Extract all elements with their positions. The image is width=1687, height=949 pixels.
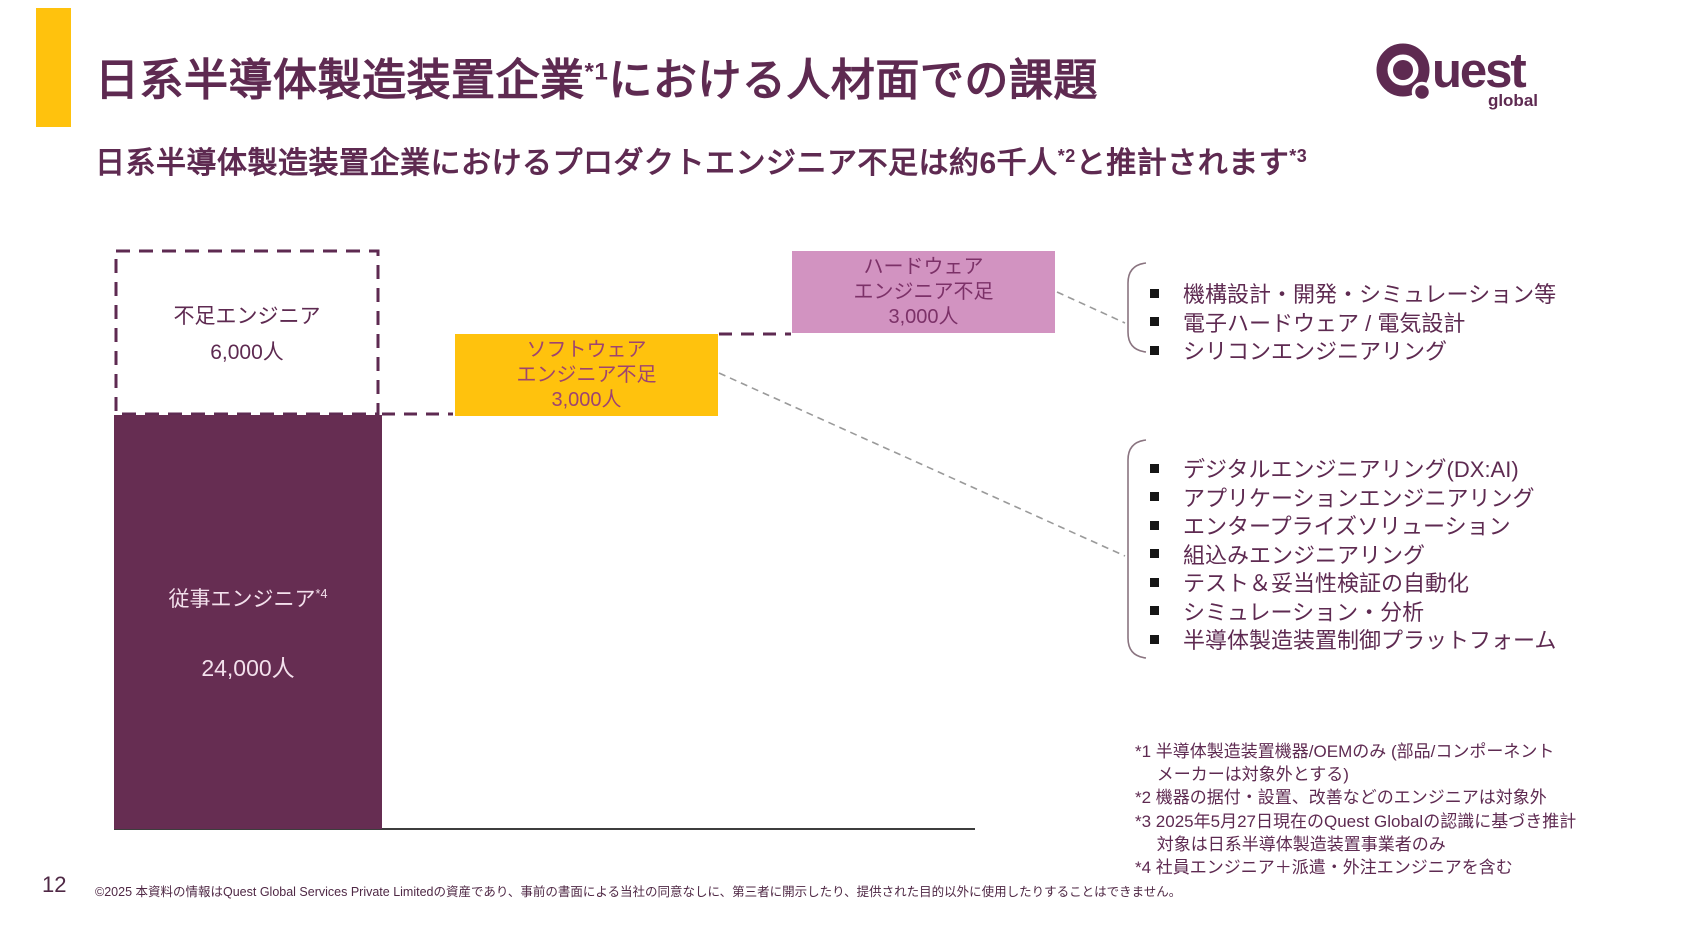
shortage-box-value: 6,000人: [210, 340, 284, 364]
list-item: 半導体製造装置制御プラットフォーム: [1150, 625, 1556, 654]
page-title: 日系半導体製造装置企業*1における人材面での課題: [95, 44, 1098, 108]
footnote-line: *3 2025年5月27日現在のQuest Globalの認識に基づき推計: [1135, 811, 1577, 831]
list-item: テスト＆妥当性検証の自動化: [1150, 568, 1556, 597]
list-item: エンタープライズソリューション: [1150, 511, 1556, 540]
hardware-callout-line: [1056, 291, 1126, 324]
square-bullet-icon: [1150, 463, 1159, 473]
footnote-line: *2 機器の据付・設置、改善などのエンジニアは対象外: [1135, 788, 1547, 808]
software-callout-line: [718, 372, 1126, 557]
hardware-box-value: 3,000人: [888, 305, 959, 328]
software-box-line1: ソフトウェア: [526, 338, 647, 361]
logo-q-ring: [1376, 43, 1430, 97]
list-item-label: デジタルエンジニアリング(DX:AI): [1183, 457, 1519, 483]
copyright-text: ©2025 本資料の情報はQuest Global Services Priva…: [95, 885, 1182, 899]
employed-bar-footnote-ref: *4: [315, 587, 328, 601]
software-skills-list: デジタルエンジニアリング(DX:AI) アプリケーションエンジニアリング エンタ…: [1150, 454, 1556, 654]
footnote-line: *4 社員エンジニア＋派遣・外注エンジニアを含む: [1135, 858, 1513, 878]
list-item-label: 電子ハードウェア / 電気設計: [1183, 310, 1466, 336]
hardware-shortage-box: ハードウェア エンジニア不足 3,000人: [792, 251, 1055, 333]
shortage-box-label: 不足エンジニア: [173, 304, 321, 328]
subtitle-part1: 日系半導体製造装置企業におけるプロダクトエンジニア不足は約6千人: [95, 147, 1058, 180]
logo-global-text: global: [1488, 91, 1538, 110]
accent-bar: [36, 8, 71, 127]
list-item-label: テスト＆妥当性検証の自動化: [1183, 571, 1470, 597]
list-item-label: 組込みエンジニアリング: [1183, 542, 1426, 568]
subtitle-footnote-ref-3: *3: [1289, 146, 1308, 166]
logo-q-dot: [1393, 60, 1413, 80]
list-item-label: シミュレーション・分析: [1183, 599, 1425, 625]
page-number: 12: [42, 872, 67, 897]
employed-bar-value: 24,000人: [201, 655, 295, 681]
square-bullet-icon: [1150, 288, 1159, 298]
quest-global-logo: uest global: [1372, 34, 1542, 110]
square-bullet-icon: [1150, 577, 1159, 587]
employed-engineers-bar: 従事エンジニア*4 24,000人: [114, 415, 382, 829]
shortage-engineers-box: 不足エンジニア 6,000人: [116, 251, 378, 414]
employed-bar-label-text: 従事エンジニア: [168, 588, 316, 611]
page-title-part1: 日系半導体製造装置企業: [95, 56, 585, 105]
footnote-line: *1 半導体製造装置機器/OEMのみ (部品/コンポーネント: [1135, 742, 1555, 761]
software-box-line2: エンジニア不足: [516, 363, 657, 386]
list-item: 機構設計・開発・シミュレーション等: [1150, 279, 1556, 308]
footnote-line: メーカーは対象外とする): [1135, 765, 1349, 785]
list-item-label: アプリケーションエンジニアリング: [1183, 485, 1535, 511]
square-bullet-icon: [1150, 606, 1159, 616]
page-title-part2: における人材面での課題: [608, 56, 1098, 105]
square-bullet-icon: [1150, 634, 1159, 644]
footnotes-block: *1 半導体製造装置機器/OEMのみ (部品/コンポーネント メーカーは対象外と…: [1135, 740, 1576, 879]
list-item: シリコンエンジニアリング: [1150, 336, 1556, 365]
list-item: アプリケーションエンジニアリング: [1150, 483, 1556, 512]
page-title-footnote-ref: *1: [584, 58, 609, 86]
slide-subtitle: 日系半導体製造装置企業におけるプロダクトエンジニア不足は約6千人*2と推計されま…: [95, 138, 1307, 182]
hardware-box-line2: エンジニア不足: [853, 280, 994, 303]
hardware-bracket: [1127, 262, 1147, 353]
square-bullet-icon: [1150, 317, 1159, 327]
list-item-label: 半導体製造装置制御プラットフォーム: [1183, 628, 1557, 654]
logo-brand-text: uest: [1432, 44, 1526, 98]
list-item: シミュレーション・分析: [1150, 597, 1556, 626]
software-bracket: [1127, 439, 1147, 659]
software-box-value: 3,000人: [551, 388, 622, 411]
list-item-label: シリコンエンジニアリング: [1183, 339, 1448, 365]
list-item: 電子ハードウェア / 電気設計: [1150, 308, 1556, 337]
logo-q-tail-dot: [1411, 81, 1433, 103]
footnote-line: 対象は日系半導体製造装置事業者のみ: [1135, 834, 1446, 854]
list-item-label: 機構設計・開発・シミュレーション等: [1183, 282, 1557, 308]
square-bullet-icon: [1150, 549, 1159, 559]
hardware-skills-list: 機構設計・開発・シミュレーション等 電子ハードウェア / 電気設計 シリコンエン…: [1150, 279, 1556, 365]
list-item: デジタルエンジニアリング(DX:AI): [1150, 454, 1556, 483]
list-item-label: エンタープライズソリューション: [1183, 514, 1511, 540]
square-bullet-icon: [1150, 345, 1159, 355]
list-item: 組込みエンジニアリング: [1150, 540, 1556, 569]
software-shortage-box: ソフトウェア エンジニア不足 3,000人: [455, 334, 718, 416]
subtitle-footnote-ref-2: *2: [1057, 146, 1076, 166]
hardware-box-line1: ハードウェア: [863, 255, 984, 278]
employed-bar-label: 従事エンジニア*4: [169, 583, 328, 613]
square-bullet-icon: [1150, 492, 1159, 502]
subtitle-part2: と推計されます: [1075, 147, 1290, 180]
square-bullet-icon: [1150, 520, 1159, 530]
quest-logo-icon: uest global: [1376, 43, 1538, 110]
